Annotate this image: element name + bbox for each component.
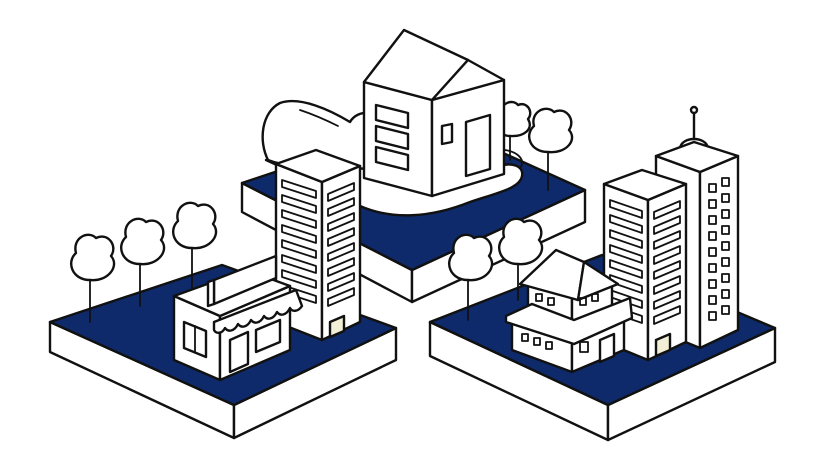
tree-icon [172, 201, 218, 289]
tree-icon [70, 233, 116, 323]
tree-icon [120, 217, 166, 307]
house-icon [362, 28, 506, 198]
tree-icon [528, 107, 574, 191]
tree-icon [498, 217, 544, 301]
storefront-building [172, 254, 304, 382]
tree-icon [448, 233, 494, 321]
small-house [504, 248, 634, 374]
